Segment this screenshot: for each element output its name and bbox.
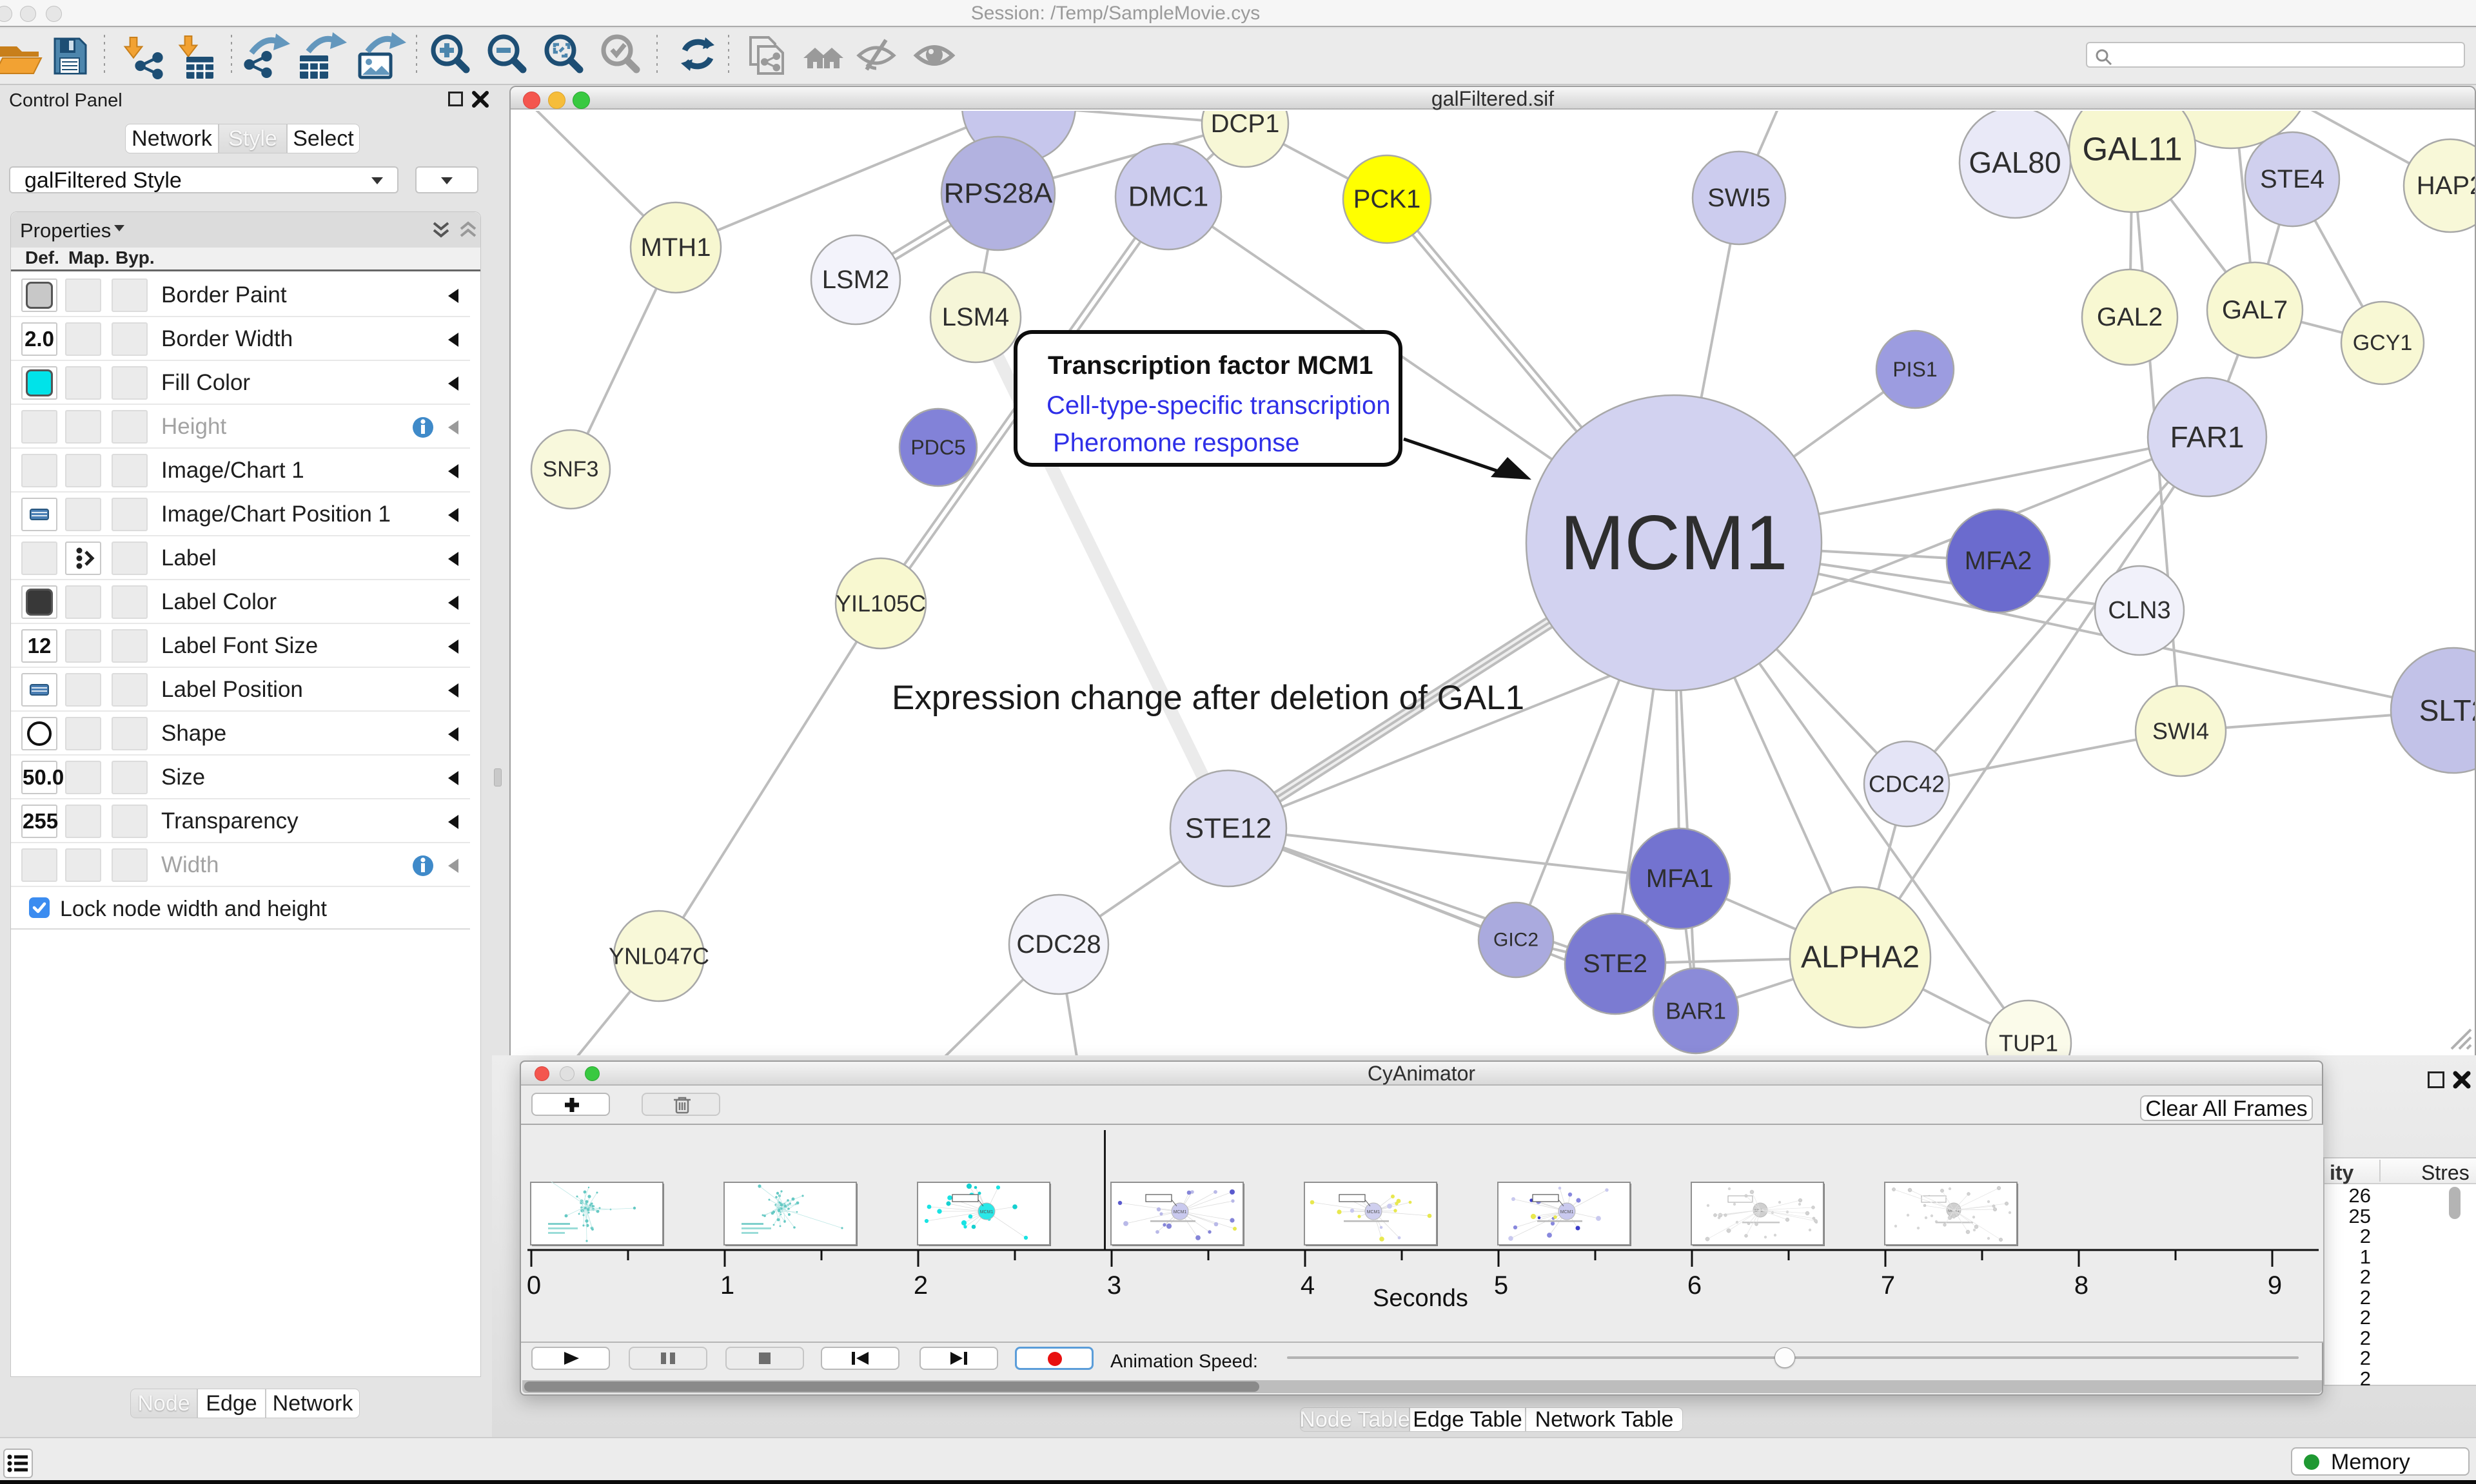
svg-text:GCY1: GCY1: [2353, 331, 2413, 355]
svg-text:FAR1: FAR1: [2170, 420, 2244, 454]
svg-text:SNF3: SNF3: [543, 457, 599, 482]
svg-text:GAL7: GAL7: [2222, 296, 2288, 324]
svg-text:HAP2: HAP2: [2417, 171, 2475, 200]
svg-text:MCM1: MCM1: [980, 1210, 994, 1215]
svg-text:Pheromone response: Pheromone response: [1053, 429, 1299, 457]
svg-text:GAL80: GAL80: [1969, 146, 2061, 179]
svg-text:9: 9: [2268, 1271, 2282, 1300]
svg-text:STE2: STE2: [1583, 950, 1647, 978]
svg-text:6: 6: [1687, 1271, 1702, 1300]
svg-text:DMC1: DMC1: [1128, 181, 1209, 213]
svg-text:MCM1: MCM1: [1174, 1210, 1187, 1215]
svg-text:GAL11: GAL11: [2083, 131, 2183, 168]
svg-text:Cell-type-specific transcripti: Cell-type-specific transcription: [1046, 391, 1391, 420]
svg-text:YIL105C: YIL105C: [836, 591, 926, 617]
svg-text:CLN3: CLN3: [2108, 597, 2170, 624]
svg-text:5: 5: [1494, 1271, 1508, 1300]
svg-text:SLT2: SLT2: [2419, 694, 2475, 727]
svg-text:4: 4: [1301, 1271, 1315, 1300]
svg-text:LSM2: LSM2: [822, 266, 890, 294]
svg-text:STE12: STE12: [1185, 813, 1272, 845]
svg-text:RPS28A: RPS28A: [944, 178, 1053, 210]
svg-text:ALPHA2: ALPHA2: [1801, 941, 1920, 975]
svg-text:CDC28: CDC28: [1016, 930, 1101, 959]
svg-text:DCP1: DCP1: [1211, 111, 1280, 138]
svg-text:2: 2: [914, 1271, 928, 1300]
svg-text:Expression change after deleti: Expression change after deletion of GAL1: [892, 679, 1524, 717]
svg-text:MFA1: MFA1: [1646, 864, 1713, 893]
svg-text:MCM1: MCM1: [1367, 1210, 1380, 1215]
svg-text:SWI5: SWI5: [1707, 184, 1771, 212]
svg-text:STE4: STE4: [2260, 165, 2324, 193]
svg-text:LSM4: LSM4: [942, 303, 1010, 331]
svg-text:0: 0: [527, 1271, 541, 1300]
svg-text:MCM1: MCM1: [1560, 1210, 1574, 1215]
svg-text:8: 8: [2074, 1271, 2088, 1300]
svg-text:Transcription factor MCM1: Transcription factor MCM1: [1048, 351, 1373, 380]
svg-text:PCK1: PCK1: [1353, 185, 1421, 213]
svg-text:TUP1: TUP1: [1999, 1030, 2058, 1056]
svg-text:MCM1: MCM1: [1560, 500, 1787, 586]
svg-text:7: 7: [1881, 1271, 1895, 1300]
svg-text:BAR1: BAR1: [1665, 998, 1726, 1024]
svg-text:1: 1: [720, 1271, 734, 1300]
svg-text:MCM1: MCM1: [1754, 1209, 1766, 1213]
svg-text:YNL047C: YNL047C: [609, 943, 709, 970]
svg-text:CDC42: CDC42: [1869, 771, 1945, 797]
svg-text:GAL2: GAL2: [2097, 303, 2163, 331]
svg-text:MFA2: MFA2: [1965, 547, 2032, 575]
svg-text:3: 3: [1107, 1271, 1121, 1300]
svg-text:PDC5: PDC5: [910, 436, 965, 459]
svg-text:MTH1: MTH1: [641, 233, 711, 262]
svg-text:SWI4: SWI4: [2152, 718, 2209, 745]
svg-text:GIC2: GIC2: [1493, 930, 1538, 951]
svg-text:PIS1: PIS1: [1892, 358, 1937, 381]
